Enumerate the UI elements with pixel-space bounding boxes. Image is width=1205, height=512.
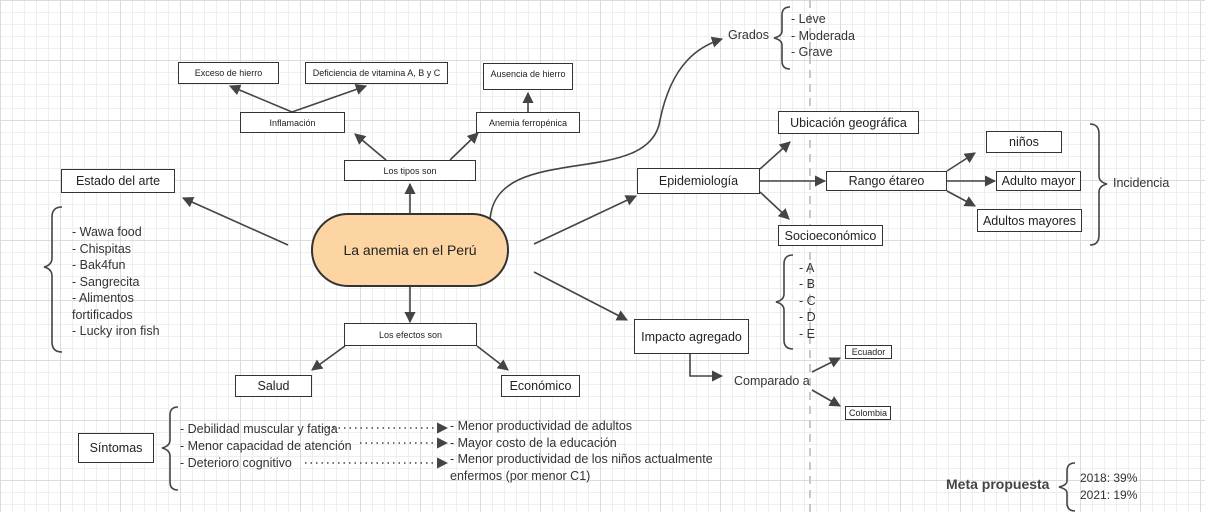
list-item: 2018: 39% xyxy=(1080,471,1138,485)
list-item: - Bak4fun xyxy=(72,258,126,272)
brace-meta xyxy=(1058,462,1076,512)
colombia-node[interactable]: Colombia xyxy=(845,406,891,420)
list-item: fortificados xyxy=(72,307,133,322)
list-item: - D xyxy=(799,310,816,325)
list-item: enfermos (por menor C1) xyxy=(450,468,591,483)
niveles-list: - A - B - C - D - E xyxy=(799,260,816,342)
list-item: - Menor capacidad de atención xyxy=(180,439,352,453)
list-item: - A xyxy=(799,261,815,275)
central-node[interactable]: La anemia en el Perú xyxy=(311,213,509,287)
meta-list: 2018: 39% 2021: 19% xyxy=(1080,470,1137,503)
list-item: - Chispitas xyxy=(72,241,132,256)
efectos-node[interactable]: Los efectos son xyxy=(344,323,477,346)
epidemiologia-node[interactable]: Epidemiología xyxy=(637,168,760,194)
list-item: - Alimentos xyxy=(72,291,134,305)
list-item: - Sangrecita xyxy=(72,274,140,289)
deficiencia-vitamina-node[interactable]: Deficiencia de vitamina A, B y C xyxy=(305,62,448,84)
impacto-node[interactable]: Impacto agregado xyxy=(634,319,749,354)
brace-niveles xyxy=(775,254,794,350)
list-item: - E xyxy=(799,326,815,341)
meta-propuesta-label: Meta propuesta xyxy=(946,476,1050,492)
brace-sintomas xyxy=(161,406,179,491)
arrow-efectos-salud xyxy=(311,345,346,371)
arrow-comparado-ecuador xyxy=(811,357,842,373)
tipos-node[interactable]: Los tipos son xyxy=(344,160,476,181)
list-item: - Leve xyxy=(791,12,826,26)
economico-node[interactable]: Económico xyxy=(501,375,580,397)
arrow-rango-adultos xyxy=(946,190,976,207)
sintomas-list: - Debilidad muscular y fatiga - Menor ca… xyxy=(180,421,352,472)
list-item: - Lucky iron fish xyxy=(72,324,160,338)
arrow-inflamacion-exceso xyxy=(228,84,293,113)
adultos-mayores-node[interactable]: Adultos mayores xyxy=(977,209,1082,232)
arrow-comparado-colombia xyxy=(811,389,841,407)
curve-impacto-comparado xyxy=(689,354,724,382)
socioeconomico-node[interactable]: Socioeconómico xyxy=(778,225,883,246)
list-item: - Wawa food xyxy=(72,225,142,239)
arrow-rango-ninos xyxy=(946,152,976,172)
ninos-node[interactable]: niños xyxy=(986,131,1062,153)
brace-grados xyxy=(773,6,791,70)
arrow-tipos-ferropenica xyxy=(449,132,479,161)
list-item: - Deterioro cognitivo xyxy=(180,456,292,470)
arrow-epi-socio xyxy=(759,191,790,220)
anemia-ferropenica-node[interactable]: Anemia ferropénica xyxy=(476,112,580,133)
consecuencias-list: - Menor productividad de adultos - Mayor… xyxy=(450,418,713,484)
inflamacion-node[interactable]: Inflamación xyxy=(240,112,345,133)
list-item: - Menor productividad de los niños actua… xyxy=(450,452,713,466)
estado-arte-list: - Wawa food - Chispitas - Bak4fun - Sang… xyxy=(72,224,160,340)
rango-node[interactable]: Rango étareo xyxy=(826,171,947,191)
exceso-hierro-node[interactable]: Exceso de hierro xyxy=(178,62,279,84)
arrow-center-epidemiologia xyxy=(533,195,638,245)
list-item: - C xyxy=(799,293,816,308)
ubicacion-node[interactable]: Ubicación geográfica xyxy=(778,111,919,134)
ausencia-hierro-node[interactable]: Ausencia de hierro xyxy=(483,63,573,90)
list-item: 2021: 19% xyxy=(1080,487,1138,502)
arrow-center-impacto xyxy=(533,271,628,321)
list-item: - Menor productividad de adultos xyxy=(450,419,633,433)
list-item: - Moderada xyxy=(791,28,855,43)
salud-node[interactable]: Salud xyxy=(235,375,312,397)
arrow-tipos-inflamacion xyxy=(354,133,387,161)
list-item: - Debilidad muscular y fatiga xyxy=(180,422,338,436)
arrow-center-estado xyxy=(181,197,289,246)
brace-estado-arte xyxy=(43,206,63,353)
curve-center-grados xyxy=(489,36,724,221)
sintomas-node[interactable]: Síntomas xyxy=(78,433,154,463)
grados-list: - Leve - Moderada - Grave xyxy=(791,11,855,61)
arrow-inflamacion-deficiencia xyxy=(291,84,368,113)
list-item: - Grave xyxy=(791,45,833,59)
estado-arte-node[interactable]: Estado del arte xyxy=(61,169,175,193)
incidencia-label: Incidencia xyxy=(1113,176,1170,190)
grados-label: Grados xyxy=(728,28,769,42)
adulto-mayor-node[interactable]: Adulto mayor xyxy=(996,171,1081,191)
list-item: - Mayor costo de la educación xyxy=(450,435,617,450)
brace-incidencia xyxy=(1089,123,1108,246)
comparado-label: Comparado a xyxy=(734,374,810,388)
list-item: - B xyxy=(799,277,815,292)
arrow-epi-ubicacion xyxy=(759,141,791,170)
ecuador-node[interactable]: Ecuador xyxy=(845,345,892,359)
arrow-efectos-economico xyxy=(476,345,509,371)
